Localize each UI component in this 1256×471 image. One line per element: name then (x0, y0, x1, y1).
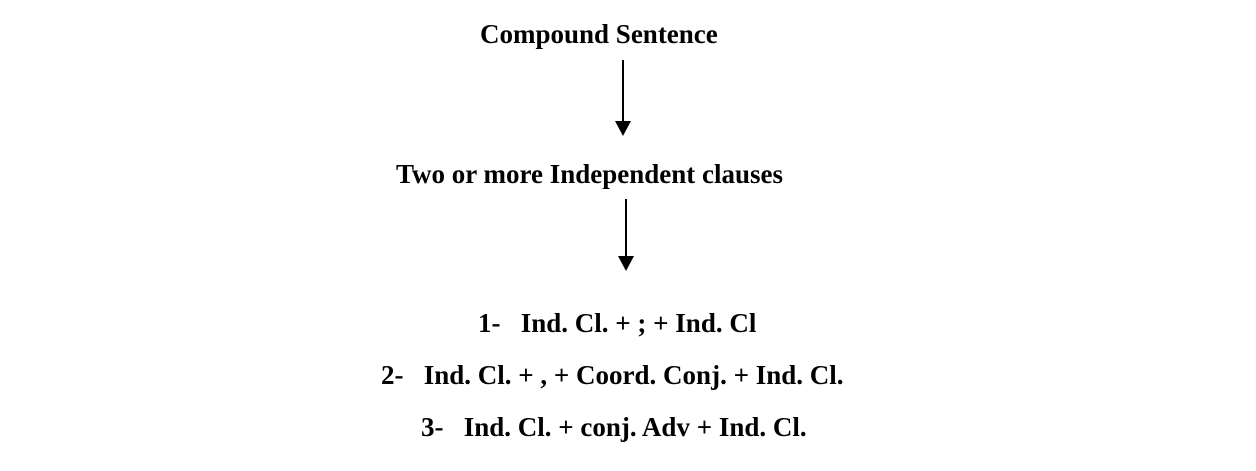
pattern-number: 1- (478, 308, 501, 338)
pattern-3: 3- Ind. Cl. + conj. Adv + Ind. Cl. (394, 387, 807, 468)
pattern-number: 2- (381, 360, 404, 390)
down-arrow-icon (618, 199, 634, 271)
pattern-number: 3- (421, 412, 444, 442)
pattern-text: Ind. Cl. + ; + Ind. Cl (520, 308, 757, 338)
diagram-title: Compound Sentence (480, 19, 718, 49)
down-arrow-icon (615, 60, 631, 136)
pattern-text: Ind. Cl. + , + Coord. Conj. + Ind. Cl. (423, 360, 844, 390)
pattern-2: 2- Ind. Cl. + , + Coord. Conj. + Ind. Cl… (354, 335, 844, 416)
pattern-text: Ind. Cl. + conj. Adv + Ind. Cl. (463, 412, 807, 442)
independent-clauses-node: Two or more Independent clauses (396, 159, 784, 189)
pattern-1: 1- Ind. Cl. + ; + Ind. Cl (451, 283, 756, 364)
